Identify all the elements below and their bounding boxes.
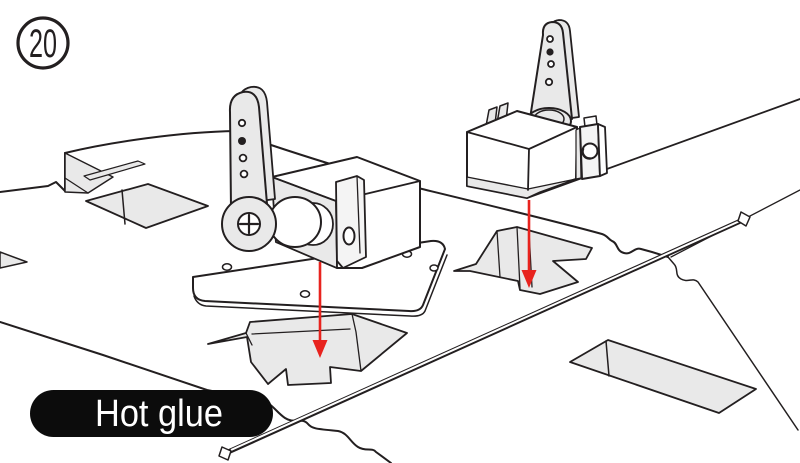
- servo-slot-left: [207, 313, 408, 386]
- plate-screw-hole: [221, 263, 233, 271]
- step-badge: 20: [16, 16, 70, 70]
- plate-screw-hole: [429, 264, 439, 272]
- spar-end: [218, 446, 232, 461]
- hot-glue-callout: Hot glue: [30, 390, 273, 437]
- servo-flange: [335, 175, 367, 269]
- right-servo: [466, 19, 608, 199]
- horn-hole: [546, 35, 554, 43]
- rectangular-cutout-bottom-right: [569, 339, 757, 414]
- horn-hole-filled: [546, 48, 554, 56]
- plate-screw-hole: [299, 290, 311, 298]
- flange-hole-shade: [581, 147, 592, 160]
- right-sheet-edge: [526, 98, 800, 199]
- horn-hole: [237, 118, 247, 128]
- left-servo-horn: [221, 85, 277, 252]
- flange-hole: [342, 226, 356, 246]
- horn-hole: [239, 169, 249, 179]
- phillips-screw-icon: [238, 213, 260, 235]
- slit-cutout: [83, 160, 146, 181]
- right-servo-horn: [528, 19, 580, 126]
- rectangular-cutout-left: [85, 183, 209, 229]
- glue-arrow-right: [521, 200, 537, 288]
- horn-hole: [547, 60, 555, 68]
- left-servo: [221, 85, 421, 269]
- horn-hole: [544, 77, 554, 87]
- hot-glue-label: Hot glue: [95, 393, 223, 435]
- left-edge-notch: [0, 251, 28, 269]
- servo-slot-right: [453, 226, 593, 295]
- horn-hole-filled: [238, 137, 246, 145]
- step-number: 20: [29, 22, 57, 66]
- carbon-spar-rod: [218, 211, 751, 461]
- horn-hole: [238, 153, 248, 163]
- glue-arrow-left: [312, 262, 328, 358]
- spar-tip: [737, 211, 751, 227]
